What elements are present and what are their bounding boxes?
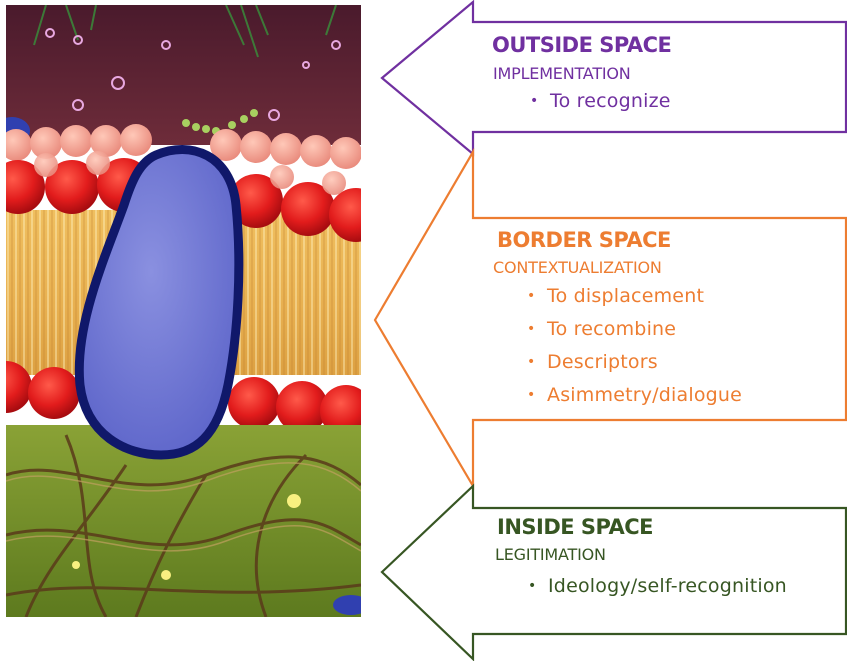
border-space-item: •To displacement — [527, 285, 704, 307]
bullet-icon: • — [528, 578, 548, 594]
border-space-title: BORDER SPACE — [497, 228, 671, 252]
outside-space-item: •To recognize — [530, 90, 671, 112]
inside-space-item: •Ideology/self-recognition — [528, 575, 787, 597]
bullet-icon: • — [527, 288, 547, 304]
bullet-icon: • — [530, 93, 550, 109]
bullet-icon: • — [527, 321, 547, 337]
border-space-subtitle: CONTEXTUALIZATION — [493, 258, 662, 277]
bullet-icon: • — [527, 354, 547, 370]
inside-space-subtitle: LEGITIMATION — [495, 545, 606, 564]
cell-membrane-illustration — [6, 5, 361, 617]
inside-space-title: INSIDE SPACE — [497, 515, 653, 539]
bullet-icon: • — [527, 387, 547, 403]
outside-space-title: OUTSIDE SPACE — [492, 33, 671, 57]
border-space-item: •Asimmetry/dialogue — [527, 384, 742, 406]
border-space-item: •To recombine — [527, 318, 676, 340]
border-space-item: •Descriptors — [527, 351, 658, 373]
outside-space-subtitle: IMPLEMENTATION — [493, 64, 631, 83]
